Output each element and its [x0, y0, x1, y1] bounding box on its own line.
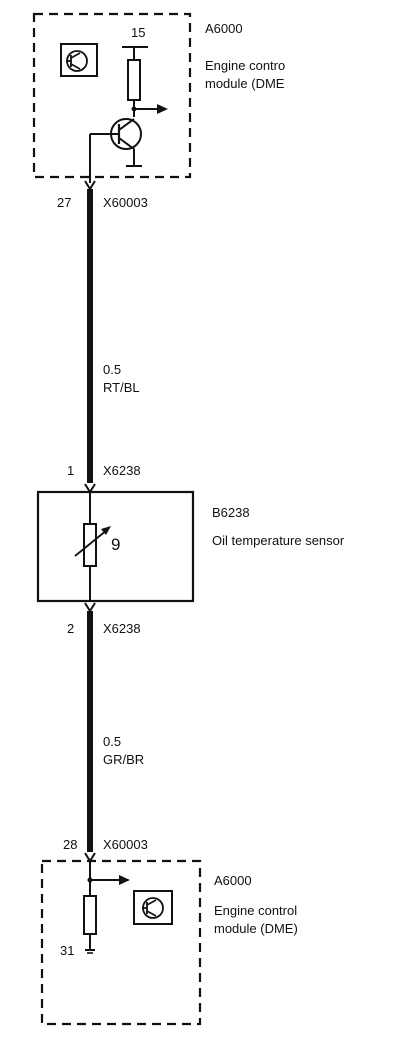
connector-x6238-pin1 — [84, 483, 96, 494]
ecm-bottom-name-line2: module (DME) — [214, 921, 298, 936]
wire-bottom-size: 0.5 — [103, 734, 122, 749]
ecm-top-code: A6000 — [205, 21, 243, 36]
pin-2-label: 2 — [67, 621, 75, 636]
ecm-bottom-input-arrow — [90, 875, 130, 885]
ecm-top-output-arrow — [134, 104, 168, 114]
ecm-bottom-resistor — [83, 895, 97, 935]
pin-1-label: 1 — [67, 463, 75, 478]
wire-bottom-color: GR/BR — [103, 752, 145, 767]
ecm-top-resistor — [127, 59, 141, 101]
wire-top-color: RT/BL — [103, 380, 140, 395]
connector-x60003-bottom-label: X60003 — [103, 837, 148, 852]
ground-terminal-31-label: 31 — [60, 943, 75, 958]
terminal-15-label: 15 — [131, 25, 146, 40]
ecm-top-name-line2: module (DME — [205, 76, 285, 91]
variable-arrow-icon — [74, 526, 111, 557]
pin-28-label: 28 — [63, 837, 78, 852]
connector-x60003-top-label: X60003 — [103, 195, 148, 210]
connector-x60003-bottom — [84, 852, 96, 863]
connector-x6238-pin1-label: X6238 — [103, 463, 141, 478]
ecm-top-box — [32, 12, 192, 179]
transistor-symbol-icon-bottom — [133, 890, 173, 925]
ecm-top-transistor — [89, 118, 142, 183]
sensor-code: B6238 — [212, 505, 250, 520]
wire-top-size: 0.5 — [103, 362, 122, 377]
connector-x6238-pin2-label: X6238 — [103, 621, 141, 636]
ground-icon — [85, 949, 95, 954]
ecm-bottom-box — [40, 859, 202, 1026]
connector-x6238-pin2 — [84, 602, 96, 613]
supply-terminal-15 — [122, 46, 148, 60]
sensor-name: Oil temperature sensor — [212, 533, 345, 548]
transistor-symbol-icon — [60, 43, 98, 77]
oil-temperature-sensor-box — [36, 490, 195, 603]
pin-27-label: 27 — [57, 195, 72, 210]
ecm-top-name-line1: Engine contro — [205, 58, 286, 73]
ecm-bottom-code: A6000 — [214, 873, 252, 888]
theta-symbol: 9 — [111, 535, 121, 554]
thermistor-resistor — [83, 523, 97, 567]
ecm-bottom-name-line1: Engine control — [214, 903, 298, 918]
